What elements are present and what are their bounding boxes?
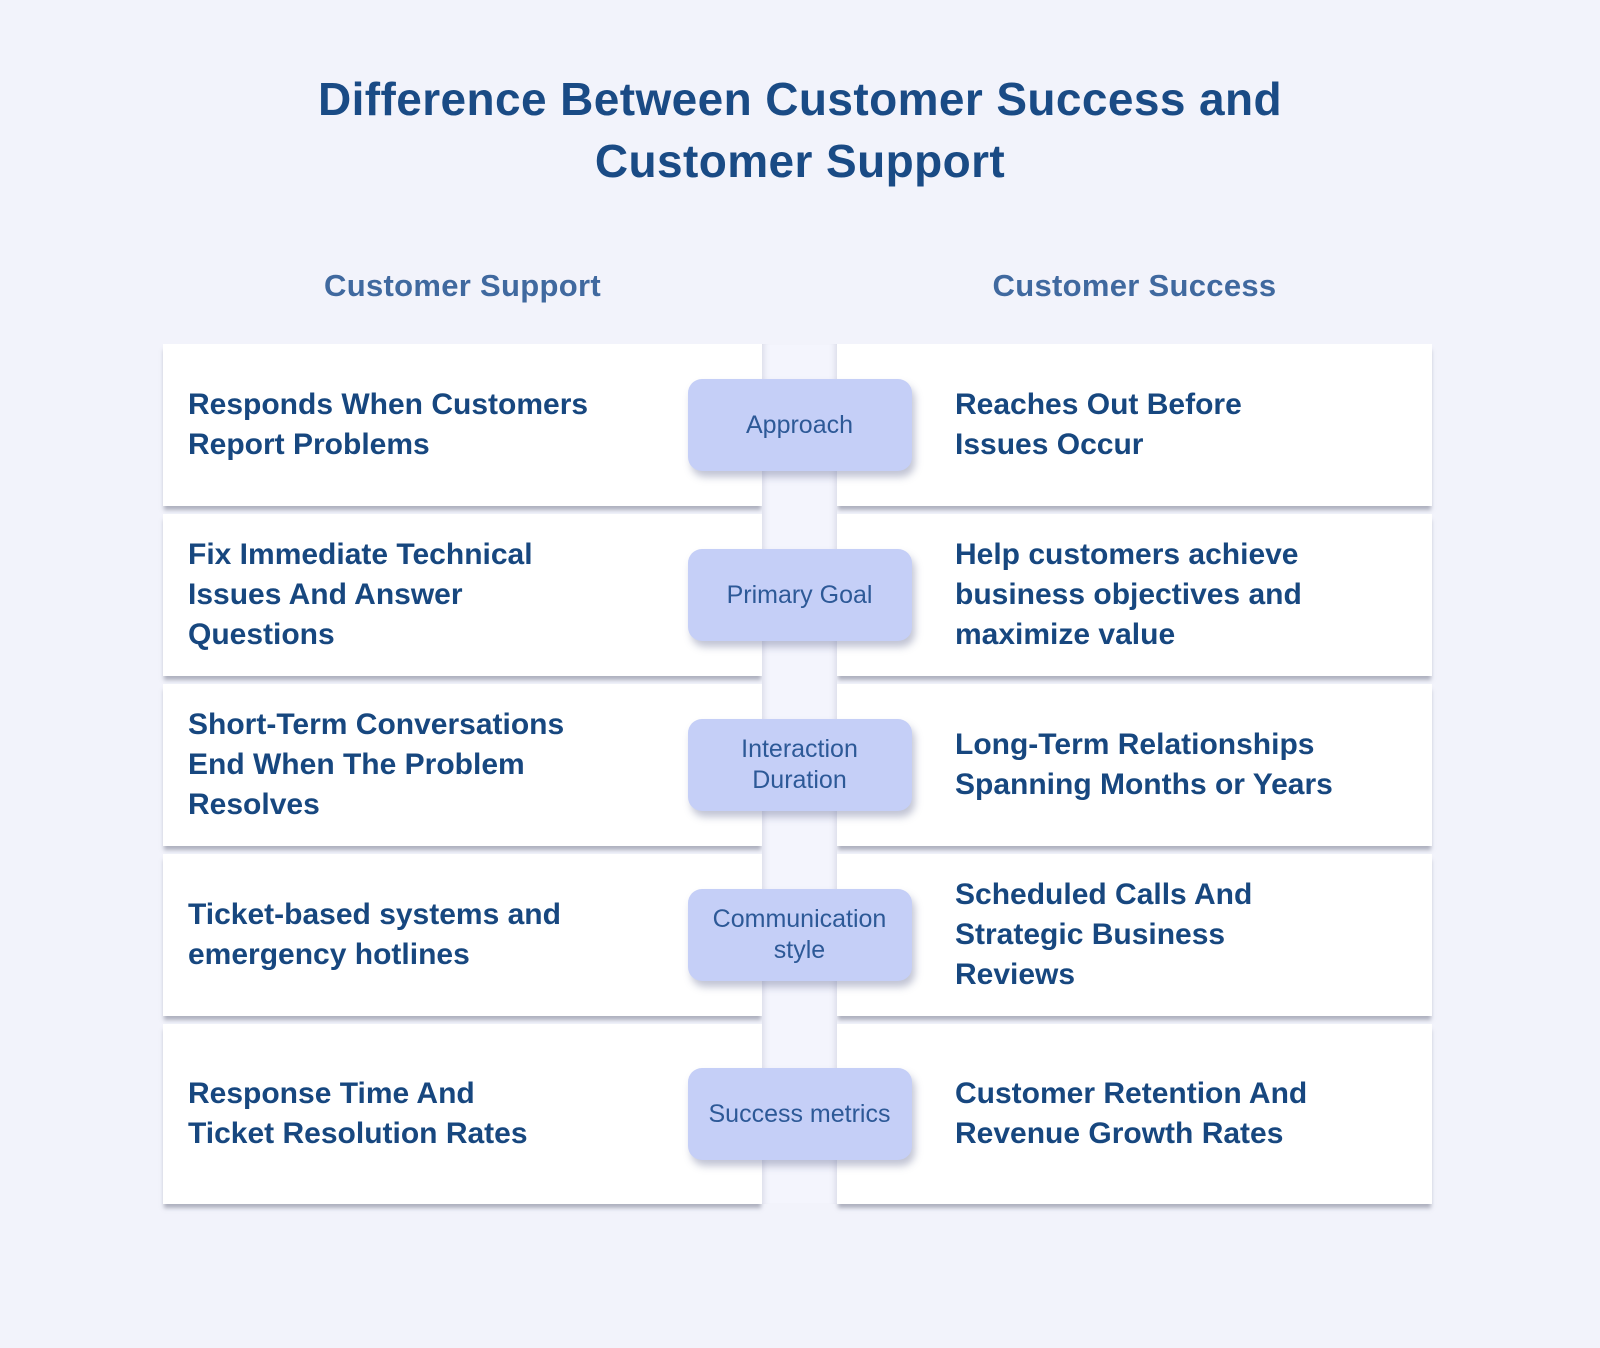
category-cell: Success metrics [687,1024,912,1204]
column-headers: Customer Support Customer Success [163,268,1600,304]
category-label: Approach [745,410,854,439]
category-pill: Interaction Duration [687,719,912,812]
success-card: Customer Retention And Revenue Growth Ra… [837,1024,1432,1205]
category-cell: Interaction Duration [687,684,912,846]
category-cell: Approach [687,344,912,506]
category-cell: Communication style [687,854,912,1016]
success-card: Long-Term Relationships Spanning Months … [837,684,1432,847]
category-label: Interaction Duration [741,735,858,795]
comparison-row-success-metrics: Response Time And Ticket Resolution Rate… [163,1024,1432,1205]
support-text: Response Time And Ticket Resolution Rate… [188,1077,528,1151]
support-card: Responds When Customers Report Problems [163,344,762,507]
category-pill: Communication style [687,889,912,982]
support-text: Responds When Customers Report Problems [188,388,589,462]
category-pill: Primary Goal [687,549,912,642]
comparison-table: Responds When Customers Report Problems … [163,344,1432,1205]
success-text: Reaches Out Before Issues Occur [955,388,1242,462]
comparison-row-interaction-duration: Short-Term Conversations End When The Pr… [163,684,1432,847]
category-pill: Approach [687,379,912,472]
header-spacer [762,268,837,304]
success-text: Help customers achieve business objectiv… [955,538,1302,652]
category-pill: Success metrics [687,1068,912,1161]
success-text: Scheduled Calls And Strategic Business R… [955,878,1253,992]
success-card: Scheduled Calls And Strategic Business R… [837,854,1432,1017]
comparison-row-primary-goal: Fix Immediate Technical Issues And Answe… [163,514,1432,677]
support-text: Fix Immediate Technical Issues And Answe… [188,538,533,652]
category-cell: Primary Goal [687,514,912,676]
category-label: Primary Goal [726,580,873,609]
column-header-customer-support: Customer Support [324,268,601,304]
success-card: Help customers achieve business objectiv… [837,514,1432,677]
comparison-infographic: Difference Between Customer Success and … [0,68,1600,1205]
category-label: Communication style [712,905,887,965]
support-card: Response Time And Ticket Resolution Rate… [163,1024,762,1205]
success-card: Reaches Out Before Issues Occur [837,344,1432,507]
support-card: Ticket-based systems and emergency hotli… [163,854,762,1017]
comparison-row-approach: Responds When Customers Report Problems … [163,344,1432,507]
comparison-row-communication-style: Ticket-based systems and emergency hotli… [163,854,1432,1017]
support-card: Fix Immediate Technical Issues And Answe… [163,514,762,677]
success-text: Long-Term Relationships Spanning Months … [955,728,1333,802]
success-text: Customer Retention And Revenue Growth Ra… [955,1077,1308,1151]
column-header-customer-success: Customer Success [992,268,1277,304]
support-text: Ticket-based systems and emergency hotli… [188,898,561,972]
support-text: Short-Term Conversations End When The Pr… [188,708,565,822]
page-title: Difference Between Customer Success and … [317,73,1283,188]
category-label: Success metrics [708,1099,891,1128]
support-card: Short-Term Conversations End When The Pr… [163,684,762,847]
